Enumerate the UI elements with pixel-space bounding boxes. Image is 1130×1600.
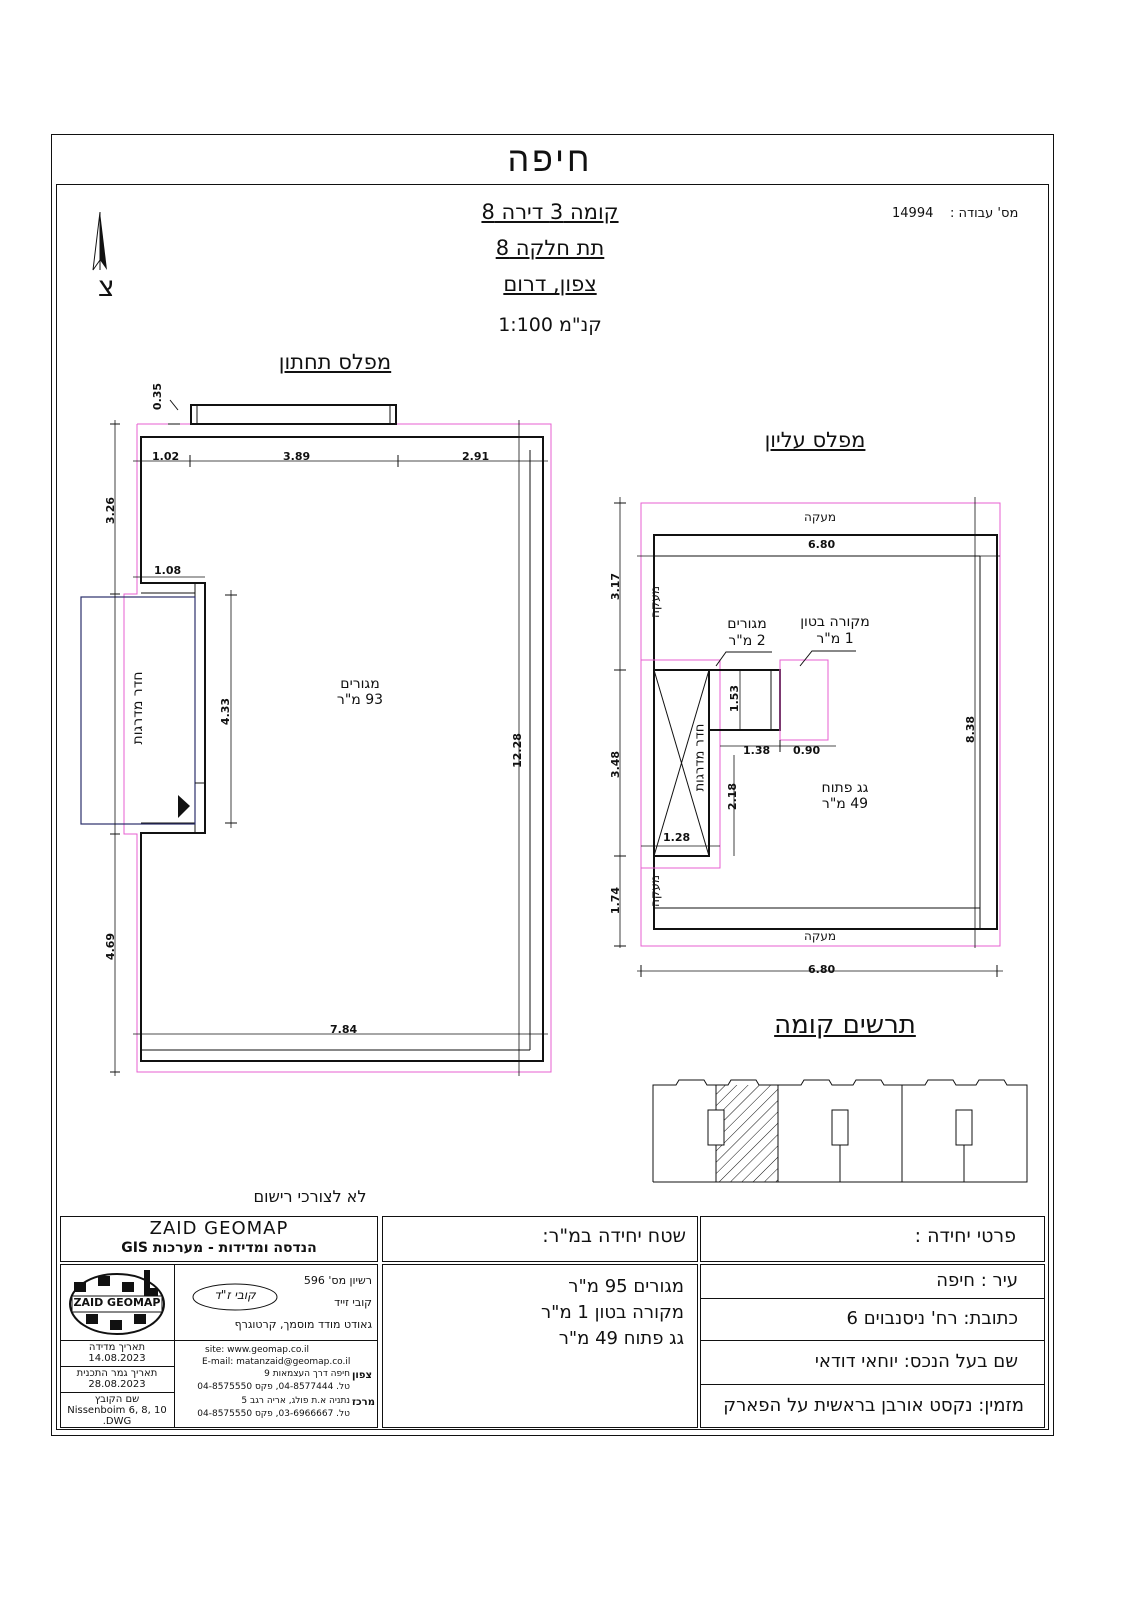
unit-area-header xyxy=(382,1216,698,1262)
titleblock-company-top xyxy=(60,1216,378,1262)
unit-area-label: שטח יחידה במ"ר: xyxy=(542,1225,686,1247)
north-office-phones: טל. 04-8577444, פקס 04-8575550 xyxy=(197,1382,350,1392)
dim-upper-bottom: 6.80 xyxy=(808,963,836,976)
city-header: חיפה xyxy=(507,140,593,180)
file-name-label: שם הקובץ xyxy=(94,1394,140,1405)
lower-floor-boundary xyxy=(123,423,552,1073)
surveyor-name: קובי זייד xyxy=(334,1296,372,1309)
lower-floor-title: מפלס תחתון xyxy=(278,350,392,374)
north-office-label: צפון xyxy=(352,1370,372,1381)
dim-top-2: 3.89 xyxy=(283,450,311,463)
signature-text: קובי ז"ד xyxy=(214,1288,256,1302)
scale-label: קנ"מ 1:100 xyxy=(498,314,602,336)
dim-top-3: 2.91 xyxy=(462,450,490,463)
room-area: 93 מ"ר xyxy=(336,692,384,708)
upper-living-area: 2 מ"ר xyxy=(728,633,766,649)
lower-floor-ledge xyxy=(190,404,397,425)
center-office-label: מרכז xyxy=(352,1397,375,1408)
unit-area-line-2: מקורה בטון 1 מ"ר xyxy=(541,1302,684,1323)
stair-room xyxy=(80,596,196,825)
outer-frame xyxy=(51,134,1054,1436)
unit-owner: שם בעל הנכס: יוחאי דודאי xyxy=(814,1351,1018,1372)
unit-details-body xyxy=(700,1264,1045,1428)
upper-concrete-block xyxy=(779,659,829,741)
dim-bottom: 7.84 xyxy=(330,1023,358,1036)
unit-details-label: פרטי יחידה : xyxy=(914,1225,1016,1247)
title-line-2: תת חלקה 8 xyxy=(495,236,605,260)
not-for-registration: לא לצורכי רישום xyxy=(253,1187,367,1206)
job-number: 14994 xyxy=(892,206,934,221)
north-arrow-icon xyxy=(92,211,107,271)
titleblock-company-body xyxy=(60,1264,378,1428)
survey-date-label: תאריך מדידה xyxy=(88,1342,146,1353)
upper-floor-boundary xyxy=(640,502,1001,947)
upper-living-label: מגורים xyxy=(727,616,767,632)
company-name: ZAID GEOMAP xyxy=(149,1218,289,1239)
title-line-3: צפון, דרום xyxy=(503,272,597,296)
dim-notch-width: 1.08 xyxy=(154,564,182,577)
unit-city: עיר : חיפה xyxy=(936,1270,1018,1291)
dim-top-1: 1.02 xyxy=(152,450,180,463)
unit-address: כתובת: רח' ניסנבוים 6 xyxy=(846,1308,1018,1329)
dim-upper-top: 6.80 xyxy=(808,538,836,551)
open-roof-label: גג פתוח xyxy=(821,780,869,796)
signature-icon xyxy=(192,1283,278,1311)
title-line-1: קומה 3 דירה 8 xyxy=(481,200,619,224)
concrete-area: 1 מ"ר xyxy=(816,631,854,647)
center-office-phones: טל. 03-6966667, פקס 04-8575550 xyxy=(197,1409,350,1419)
upper-floor-title: מפלס עליון xyxy=(764,428,866,452)
plan-end-date-label: תאריך גמר התכנית xyxy=(76,1368,158,1379)
email: E-mail: matanzaid@geomap.co.il xyxy=(202,1357,351,1367)
open-roof-area: 49 מ"ר xyxy=(821,796,869,812)
room-label: מגורים xyxy=(340,676,380,692)
surveyor-title: גאודט מודד מוסמך, קרטוגרף xyxy=(234,1318,372,1331)
company-logo-icon xyxy=(69,1270,165,1335)
unit-area-line-1: מגורים 95 מ"ר xyxy=(568,1276,684,1297)
dim-128: 1.28 xyxy=(663,831,691,844)
job-number-label: מס' עבודה : xyxy=(950,206,1019,221)
unit-details-header xyxy=(700,1216,1045,1262)
parapet-top: מעקה xyxy=(803,510,836,524)
plan-end-date: 28.08.2023 xyxy=(88,1379,146,1390)
stair-direction-icon xyxy=(178,795,190,818)
center-office-address: נתניה א.ת פולג, אריה רגב 5 xyxy=(241,1396,350,1406)
concrete-label: מקורה בטון xyxy=(800,614,870,630)
unit-client: מזמין: נקסט אורבן בראשית על הפארק xyxy=(723,1395,1024,1416)
file-name: Nissenboim 6, 8, 10 .DWG xyxy=(67,1405,167,1427)
unit-area-line-3: גג פתוח 49 מ"ר xyxy=(558,1328,684,1349)
north-letter: צ xyxy=(98,270,115,303)
site: site: www.geomap.co.il xyxy=(205,1345,310,1355)
inner-frame xyxy=(56,184,1049,1430)
company-subtitle: הנדסה ומדידות - מערכות GIS xyxy=(121,1240,317,1256)
unit-area-body xyxy=(382,1264,698,1428)
parapet-bottom: מעקה xyxy=(803,929,836,943)
floor-sketch-title: תרשים קומה xyxy=(774,1010,916,1040)
survey-date: 14.08.2023 xyxy=(88,1353,146,1364)
logo-text: ZAID GEOMAP xyxy=(73,1296,161,1309)
north-office-address: חיפה דרך העצמאות 9 xyxy=(264,1369,350,1379)
dim-090: 0.90 xyxy=(793,744,821,757)
dim-138: 1.38 xyxy=(743,744,771,757)
license: רשיון מס' 596 xyxy=(303,1274,372,1287)
